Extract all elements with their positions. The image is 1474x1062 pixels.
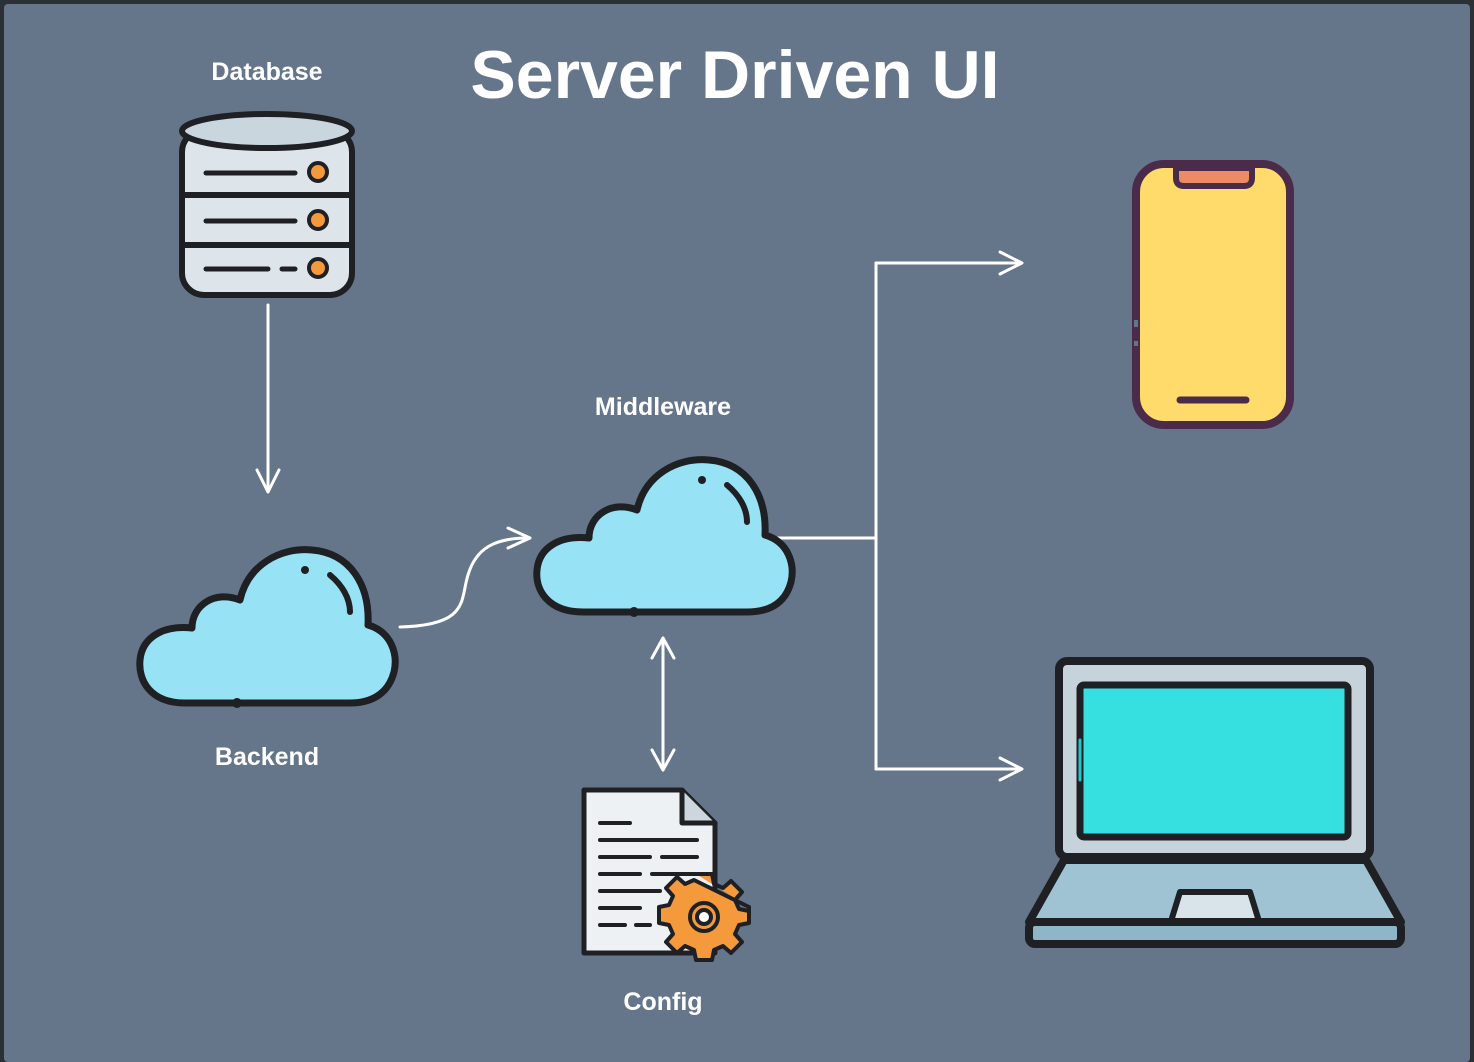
edge-backend-to-middleware xyxy=(398,526,532,629)
laptop-icon xyxy=(1025,657,1405,948)
backend-cloud-icon xyxy=(136,546,399,708)
backend-label: Backend xyxy=(215,743,319,771)
diagram-canvas: Server Driven UI Database Backend Middle… xyxy=(4,4,1470,1062)
database-server-icon xyxy=(179,111,355,298)
edge-middleware-to-devices xyxy=(770,250,1024,782)
middleware-label: Middleware xyxy=(595,393,731,421)
diagram-title: Server Driven UI xyxy=(470,37,999,113)
middleware-cloud-icon xyxy=(533,456,796,617)
edge-database-to-backend xyxy=(255,303,281,494)
config-label: Config xyxy=(623,988,702,1016)
diagram-svg: Server Driven UI Database Backend Middle… xyxy=(4,4,1470,1062)
smartphone-icon xyxy=(1132,160,1294,429)
database-label: Database xyxy=(211,58,322,86)
edge-middleware-config xyxy=(650,636,676,772)
config-file-gear-icon xyxy=(581,787,751,962)
